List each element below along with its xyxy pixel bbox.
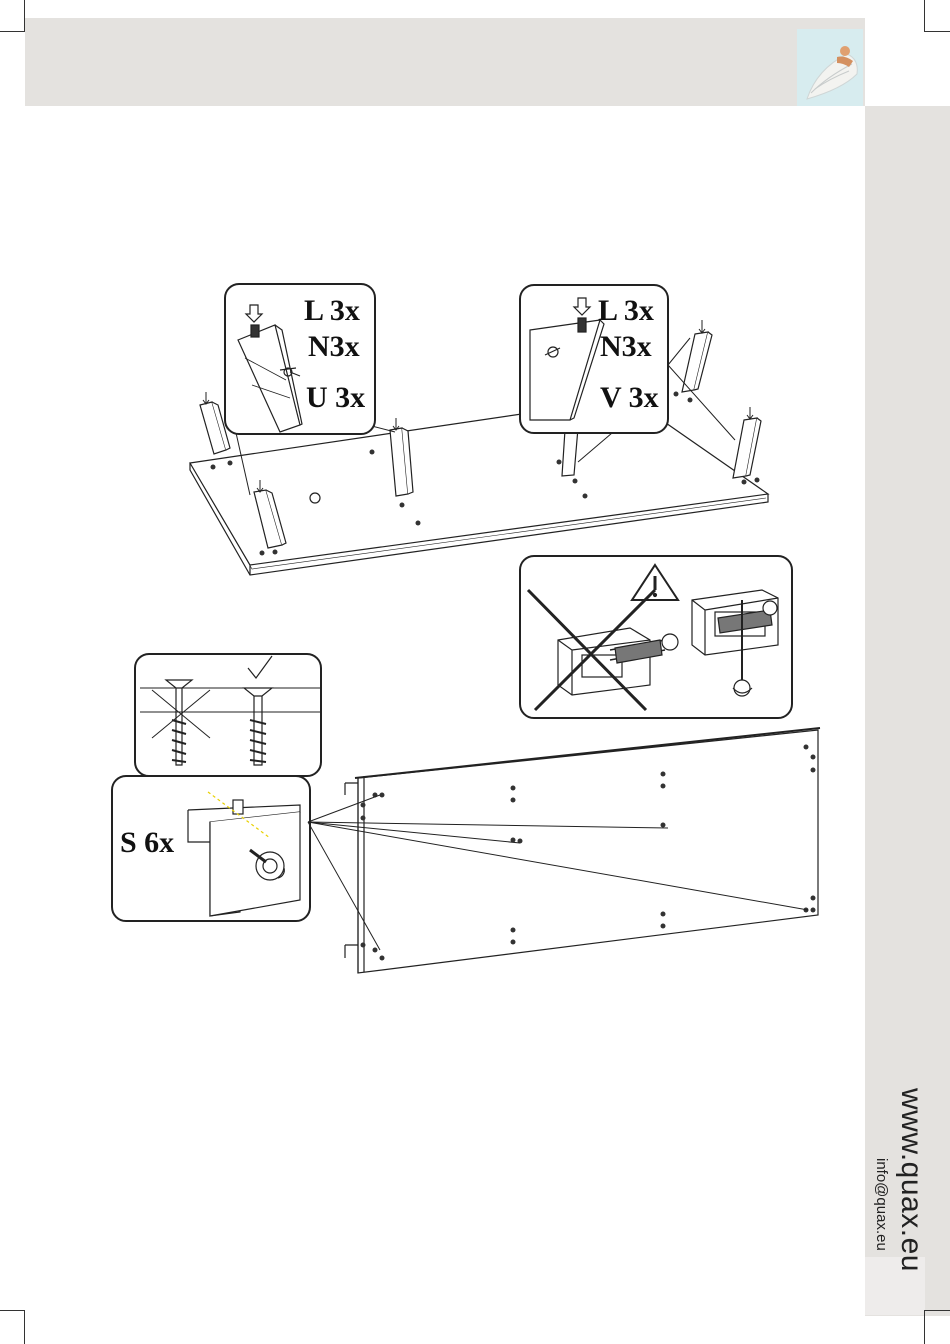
crop-mark [924,1310,925,1344]
crop-mark [924,1310,950,1311]
callout-left-line3: U 3x [306,381,365,414]
website-url[interactable]: www.quax.eu [894,1088,928,1272]
callout-side-label: S 6x [120,826,174,859]
side-panel [345,728,820,973]
email-address[interactable]: info@quax.eu [873,1158,890,1251]
callout-left-line2: N3x [308,330,360,363]
callout-right-line3: V 3x [600,381,659,414]
callout-left-line1: L 3x [304,294,360,327]
assembly-drawing: L 3x N3x U 3x L 3x N3x V 3x S 6x [0,0,860,1344]
leg [682,332,712,392]
crop-mark [924,0,925,32]
callout-right-line2: N3x [600,330,652,363]
callout-right-line1: L 3x [598,294,654,327]
screw-comparison-box [135,654,321,776]
crop-mark [924,31,950,32]
leg [733,418,761,478]
